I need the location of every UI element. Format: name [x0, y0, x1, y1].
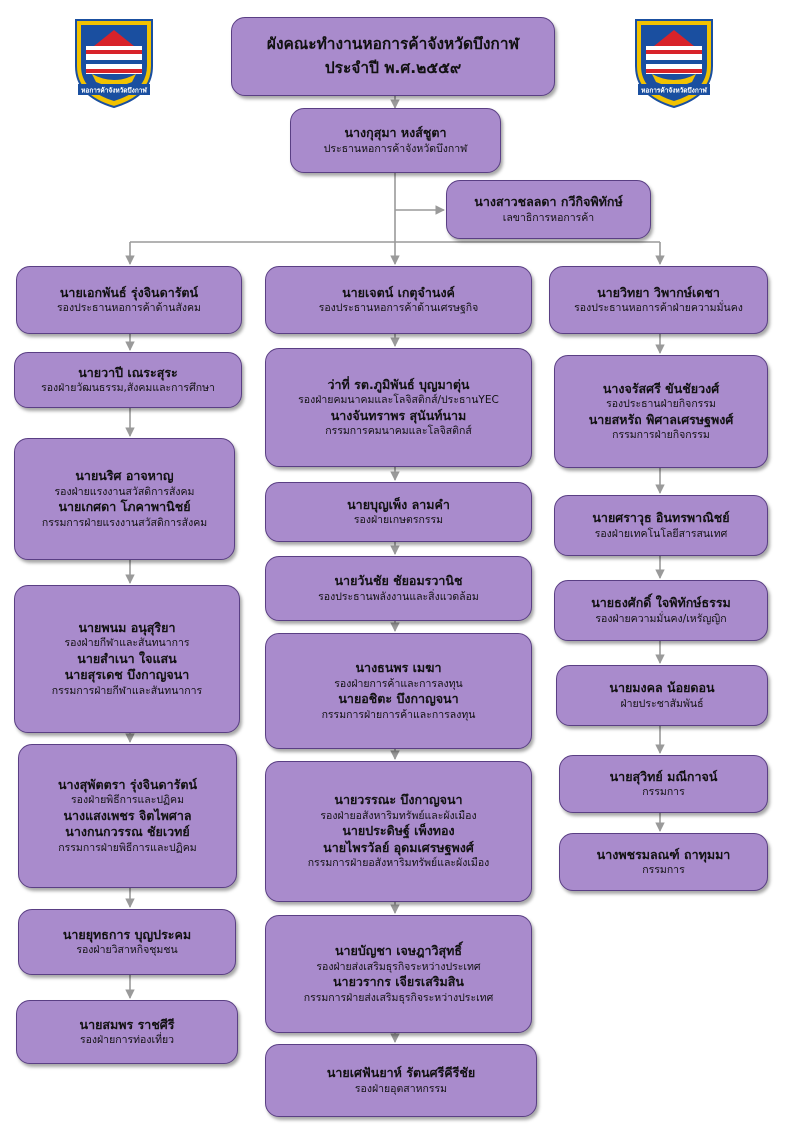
member-role: รองฝ่ายการท่องเที่ยว — [79, 1034, 175, 1046]
member-role: ประธานหอการค้าจังหวัดบึงกาฬ — [323, 142, 468, 155]
member-role: รองฝ่ายอุตสาหกรรม — [354, 1082, 448, 1095]
middle-box-5: นายวรรณะ บึงกาญจนา รองฝ่ายอสังหาริมทรัพย… — [265, 761, 532, 902]
member-name: นายนริศ อาจหาญ — [75, 468, 174, 483]
president-box: นางกุสุมา หงส์ชูตา ประธานหอการค้าจังหวัด… — [290, 108, 501, 173]
right-box-2: นายศราวุธ อินทรพาณิชย์ รองฝ่ายเทคโนโลยีส… — [554, 495, 768, 556]
left-box-2: นายนริศ อาจหาญ รองฝ่ายแรงงานสวัสดิการสัง… — [14, 438, 235, 560]
member-role: รองฝ่ายความมั่นคง/เหรัญญิก — [595, 612, 727, 625]
left-box-6: นายสมพร ราชศีรี รองฝ่ายการท่องเที่ยว — [16, 1000, 238, 1064]
member-name: นางกุสุมา หงส์ชูตา — [344, 125, 447, 140]
member-role: รองฝ่ายเทคโนโลยีสารสนเทศ — [594, 527, 728, 540]
member-name: นายบุญเพ็ง ลามคำ — [347, 496, 450, 512]
member-role: เลขาธิการหอการค้า — [502, 211, 595, 224]
right-box-6: นางพชรมลณฑ์ ถาทุมมา กรรมการ — [559, 833, 768, 891]
member-name: นางจรัสศรี ขันชัยวงศ์ — [602, 380, 720, 396]
member-name: นางกนกวรรณ ชัยเวทย์ — [65, 824, 190, 840]
member-role: รองฝ่ายส่งเสริมธุรกิจระหว่างประเทศ — [316, 960, 481, 973]
left-box-3: นายพนม อนุสุริยา รองฝ่ายกีฬาและสันทนาการ… — [14, 585, 240, 733]
member-role: กรรมการฝ่ายกีฬาและสันทนาการ — [51, 684, 203, 697]
member-name: นายอชิตะ บึงกาญจนา — [338, 691, 459, 706]
member-name: นายวรากร เจียรเสริมสิน — [333, 974, 464, 989]
vice-president-economy-box: นายเจตน์ เกตุจำนงค์ รองประธานหอการค้าด้า… — [265, 266, 532, 334]
member-role: รองฝ่ายเกษตรกรรม — [353, 514, 444, 526]
member-role: รองประธานหอการค้าด้านเศรษฐกิจ — [318, 302, 479, 314]
right-box-1: นางจรัสศรี ขันชัยวงศ์ รองประธานฝ่ายกิจกร… — [554, 355, 768, 468]
right-box-4: นายมงคล น้อยดอน ฝ่ายประชาสัมพันธ์ — [556, 665, 768, 726]
member-name: นางสุพัตตรา รุ่งจินดารัตน์ — [57, 776, 198, 792]
chart-subtitle: ประจำปี พ.ศ.๒๕๕๙ — [324, 58, 462, 77]
vice-president-security-box: นายวิทยา วิพากษ์เดชา รองประธานหอการค้าฝ่… — [549, 266, 768, 334]
middle-box-2: นายบุญเพ็ง ลามคำ รองฝ่ายเกษตรกรรม — [265, 482, 532, 542]
chamber-logo-left: หอการค้าจังหวัดบึงกาฬ — [75, 19, 153, 109]
member-name: นายพนม อนุสุริยา — [78, 619, 176, 635]
chamber-logo-right: หอการค้าจังหวัดบึงกาฬ — [635, 19, 713, 109]
left-box-1: นายวาปี เณระสุระ รองฝ่ายวัฒนธรรม,สังคมแล… — [14, 352, 242, 408]
chart-title-box: ผังคณะทำงานหอการค้าจังหวัดบึงกาฬ ประจำปี… — [231, 17, 555, 96]
member-name: นายสหรัถ พิศาลเศรษฐพงศ์ — [588, 411, 734, 427]
member-role: กรรมการฝ่ายแรงงานสวัสดิการสังคม — [41, 516, 208, 529]
chart-title: ผังคณะทำงานหอการค้าจังหวัดบึงกาฬ — [266, 35, 520, 53]
vice-president-social-box: นายเอกพันธ์ รุ่งจินดารัตน์ รองประธานหอกา… — [16, 266, 242, 334]
member-name: นายบัญชา เจษฎาวิสุทธิ์ — [334, 943, 463, 958]
member-role: กรรมการ — [642, 864, 685, 876]
member-name: นายเศฟันยาห์ รัตนศรีคีรีชัย — [326, 1065, 476, 1080]
member-name: นายศราวุธ อินทรพาณิชย์ — [592, 510, 730, 525]
member-name: นายสำเนา ใจแสน — [77, 650, 177, 666]
member-role: รองฝ่ายพิธีการและปฏิคม — [71, 794, 184, 807]
member-name: นายไพรวัลย์ อุดมเศรษฐพงศ์ — [323, 839, 474, 855]
member-role: กรรมการฝ่ายส่งเสริมธุรกิจระหว่างประเทศ — [303, 991, 494, 1004]
member-role: กรรมการฝ่ายการค้าและการลงทุน — [321, 708, 476, 721]
member-name: นายวันชัย ชัยอมรวานิช — [334, 573, 463, 588]
logo-text: หอการค้าจังหวัดบึงกาฬ — [641, 86, 707, 95]
member-name: ว่าที่ รต.ภูมิพันธ์ บุญมาตุ่น — [327, 376, 470, 392]
member-role: รองประธานฝ่ายกิจกรรม — [606, 398, 716, 410]
member-name: นายประดิษฐ์ เพ็งทอง — [342, 823, 455, 839]
member-role: รองฝ่ายวัฒนธรรม,สังคมและการศึกษา — [41, 382, 215, 394]
middle-box-3: นายวันชัย ชัยอมรวานิช รองประธานพลังงานแล… — [265, 556, 532, 621]
member-role: รองฝ่ายแรงงานสวัสดิการสังคม — [54, 485, 195, 498]
member-role: รองฝ่ายอสังหาริมทรัพย์และผังเมือง — [320, 809, 477, 822]
member-name: นายสุรเดช บึงกาญจนา — [64, 667, 190, 683]
member-name: นางแสงเพชร จิตไพศาล — [63, 807, 192, 823]
member-role: รองฝ่ายคมนาคมและโลจิสติกส์/ประธานYEC — [298, 394, 499, 406]
member-name: นายเจตน์ เกตุจำนงค์ — [342, 284, 455, 300]
member-name: นายยุทธการ บุญประคม — [62, 926, 192, 942]
member-name: นายธงศักดิ์ ใจพิทักษ์ธรรม — [591, 595, 731, 610]
member-name: นายสุวิทย์ มณีกาจน์ — [609, 768, 718, 784]
member-role: รองประธานหอการค้าฝ่ายความมั่นคง — [574, 302, 743, 314]
member-role: รองฝ่ายกีฬาและสันทนาการ — [64, 637, 190, 650]
secretary-box: นางสาวชลลดา กวีกิจพิทักษ์ เลขาธิการหอการ… — [446, 180, 651, 239]
member-role: กรรมการคมนาคมและโลจิสติกส์ — [325, 425, 472, 437]
member-role: รองฝ่ายวิสาหกิจชุมชน — [76, 944, 178, 956]
right-box-3: นายธงศักดิ์ ใจพิทักษ์ธรรม รองฝ่ายความมั่… — [554, 580, 768, 641]
member-role: ฝ่ายประชาสัมพันธ์ — [620, 697, 704, 710]
member-role: กรรมการฝ่ายพิธีการและปฏิคม — [58, 841, 197, 854]
member-name: นางสาวชลลดา กวีกิจพิทักษ์ — [474, 194, 623, 209]
member-role: รองประธานหอการค้าด้านสังคม — [57, 302, 201, 314]
member-role: รองฝ่ายการค้าและการลงทุน — [334, 677, 463, 690]
middle-box-4: นางธนพร เมฆา รองฝ่ายการค้าและการลงทุน นา… — [265, 633, 532, 749]
member-role: กรรมการ — [642, 786, 685, 798]
member-name: นางจันทราพร สุนันท์นาม — [330, 407, 467, 423]
middle-box-7: นายเศฟันยาห์ รัตนศรีคีรีชัย รองฝ่ายอุตสา… — [265, 1044, 537, 1117]
member-role: รองประธานพลังงานและสิ่งแวดล้อม — [318, 590, 479, 603]
member-name: นายวิทยา วิพากษ์เดชา — [597, 284, 720, 300]
member-name: นายวาปี เณระสุระ — [78, 364, 178, 380]
member-name: นายสมพร ราชศีรี — [79, 1016, 175, 1032]
logo-text: หอการค้าจังหวัดบึงกาฬ — [81, 86, 147, 95]
member-name: นายวรรณะ บึงกาญจนา — [334, 792, 463, 808]
left-box-4: นางสุพัตตรา รุ่งจินดารัตน์ รองฝ่ายพิธีกา… — [18, 744, 237, 888]
member-name: นางธนพร เมฆา — [355, 660, 442, 675]
member-role: กรรมการฝ่ายกิจกรรม — [612, 429, 710, 441]
member-name: นายเกศดา โภคาพานิชย์ — [58, 499, 191, 514]
middle-box-1: ว่าที่ รต.ภูมิพันธ์ บุญมาตุ่น รองฝ่ายคมน… — [265, 348, 532, 467]
member-role: กรรมการฝ่ายอสังหาริมทรัพย์และผังเมือง — [307, 857, 490, 870]
member-name: นางพชรมลณฑ์ ถาทุมมา — [596, 846, 731, 862]
middle-box-6: นายบัญชา เจษฎาวิสุทธิ์ รองฝ่ายส่งเสริมธุ… — [265, 915, 532, 1033]
member-name: นายเอกพันธ์ รุ่งจินดารัตน์ — [59, 284, 199, 300]
member-name: นายมงคล น้อยดอน — [609, 680, 715, 695]
left-box-5: นายยุทธการ บุญประคม รองฝ่ายวิสาหกิจชุมชน — [18, 909, 236, 975]
right-box-5: นายสุวิทย์ มณีกาจน์ กรรมการ — [559, 755, 768, 813]
